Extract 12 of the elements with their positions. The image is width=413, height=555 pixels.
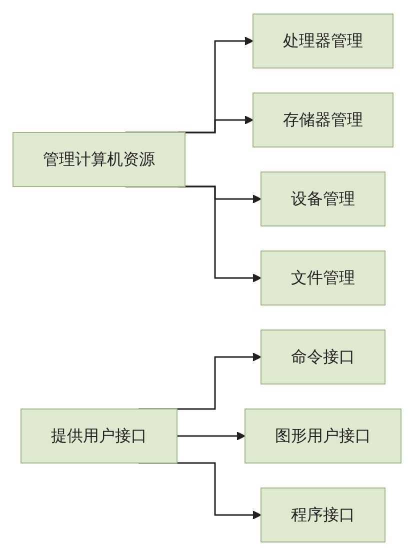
node-box: 处理器管理 <box>252 13 393 68</box>
node-box: 提供用户接口 <box>20 408 177 463</box>
node-box: 程序接口 <box>260 487 385 542</box>
node-box: 命令接口 <box>260 329 385 384</box>
node-box: 文件管理 <box>260 250 385 305</box>
arrow <box>124 185 261 282</box>
node-box: 设备管理 <box>260 171 385 226</box>
node-box: 管理计算机资源 <box>12 132 185 186</box>
node-box: 图形用户接口 <box>244 408 401 463</box>
arrow <box>176 431 245 440</box>
arrow <box>138 462 261 519</box>
node-box: 存储器管理 <box>252 92 393 147</box>
